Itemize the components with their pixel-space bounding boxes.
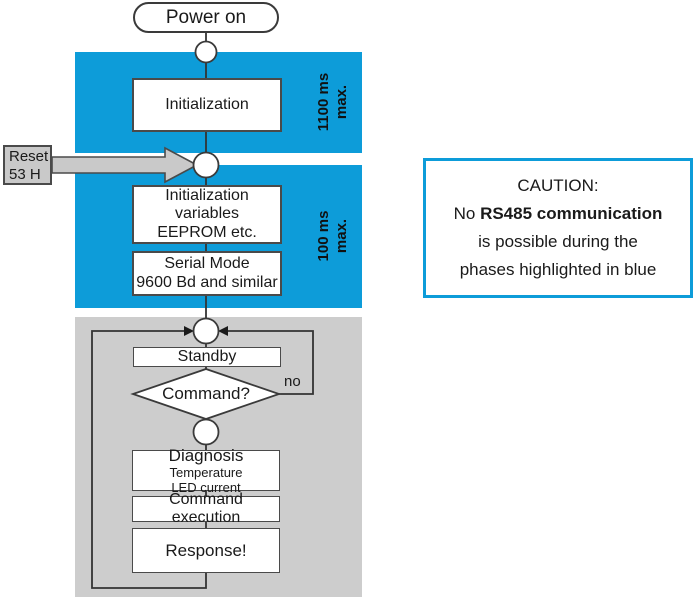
- phase1-duration-line2: max.: [333, 84, 350, 120]
- start-node-label: Power on: [165, 6, 247, 28]
- phase2-duration-line1: 100 ms: [315, 210, 332, 262]
- loop-back-line-left: [91, 330, 207, 589]
- serial-mode-line2: 9600 Bd and similar: [136, 273, 278, 291]
- phase2-duration-line2: max.: [333, 218, 350, 254]
- caution-line2-bold: RS485 communication: [480, 204, 663, 223]
- caution-line2: No RS485 communication: [454, 200, 663, 228]
- junction-circle-diagnosis: [192, 418, 220, 446]
- reset-note-line1: Reset: [9, 148, 49, 165]
- junction-circle-reset: [192, 151, 220, 179]
- command-execution-label: Command execution: [169, 490, 243, 526]
- decision-label: Command?: [162, 384, 250, 403]
- serial-mode-step: Serial Mode 9600 Bd and similar: [132, 251, 282, 296]
- caution-line3: is possible during the: [478, 232, 638, 251]
- phase1-duration-label: 1100 ms max.: [315, 27, 350, 177]
- init-variables-step: Initialization variables EEPROM etc.: [132, 185, 282, 244]
- decision-label-wrap: Command?: [133, 384, 279, 404]
- caution-note: CAUTION: No RS485 communication is possi…: [423, 158, 693, 298]
- command-execution-step: Command execution: [132, 491, 280, 526]
- serial-mode-line1: Serial Mode: [164, 255, 250, 273]
- diagnosis-step: Diagnosis Temperature LED current: [132, 446, 280, 495]
- start-node: Power on: [133, 2, 279, 33]
- decision-no-line-right: [227, 330, 314, 395]
- caution-line1: CAUTION:: [517, 176, 599, 195]
- caution-line2-prefix: No: [453, 204, 481, 223]
- reset-note-line2: 53 H: [9, 166, 41, 183]
- phase2-duration-label: 100 ms max.: [315, 161, 350, 311]
- decision-diamond: [130, 368, 282, 420]
- arrowhead-left-into-junction: [184, 326, 194, 336]
- standby-label: Standby: [177, 347, 237, 365]
- response-label: Response!: [165, 540, 247, 560]
- caution-line4: phases highlighted in blue: [459, 260, 657, 279]
- init-variables-line1: Initialization: [165, 186, 249, 204]
- initialization-label: Initialization: [165, 95, 249, 113]
- junction-circle-start: [194, 40, 218, 64]
- phase1-duration-line1: 1100 ms: [315, 72, 332, 132]
- decision-no-label: no: [284, 373, 301, 390]
- reset-note: Reset 53 H: [3, 145, 52, 185]
- diagnosis-title: Diagnosis: [168, 445, 244, 465]
- reset-arrow: [51, 146, 199, 184]
- init-variables-line3: EEPROM etc.: [157, 223, 257, 241]
- init-variables-line2: variables: [174, 205, 240, 223]
- arrowhead-right-into-junction: [218, 326, 228, 336]
- diagnosis-sub2: LED current: [171, 480, 241, 496]
- standby-step: Standby: [133, 347, 281, 367]
- response-step: Response!: [132, 528, 280, 573]
- diagnosis-sub1: Temperature: [169, 465, 243, 481]
- initialization-step: Initialization: [132, 78, 282, 132]
- junction-circle-loop-top: [192, 317, 220, 345]
